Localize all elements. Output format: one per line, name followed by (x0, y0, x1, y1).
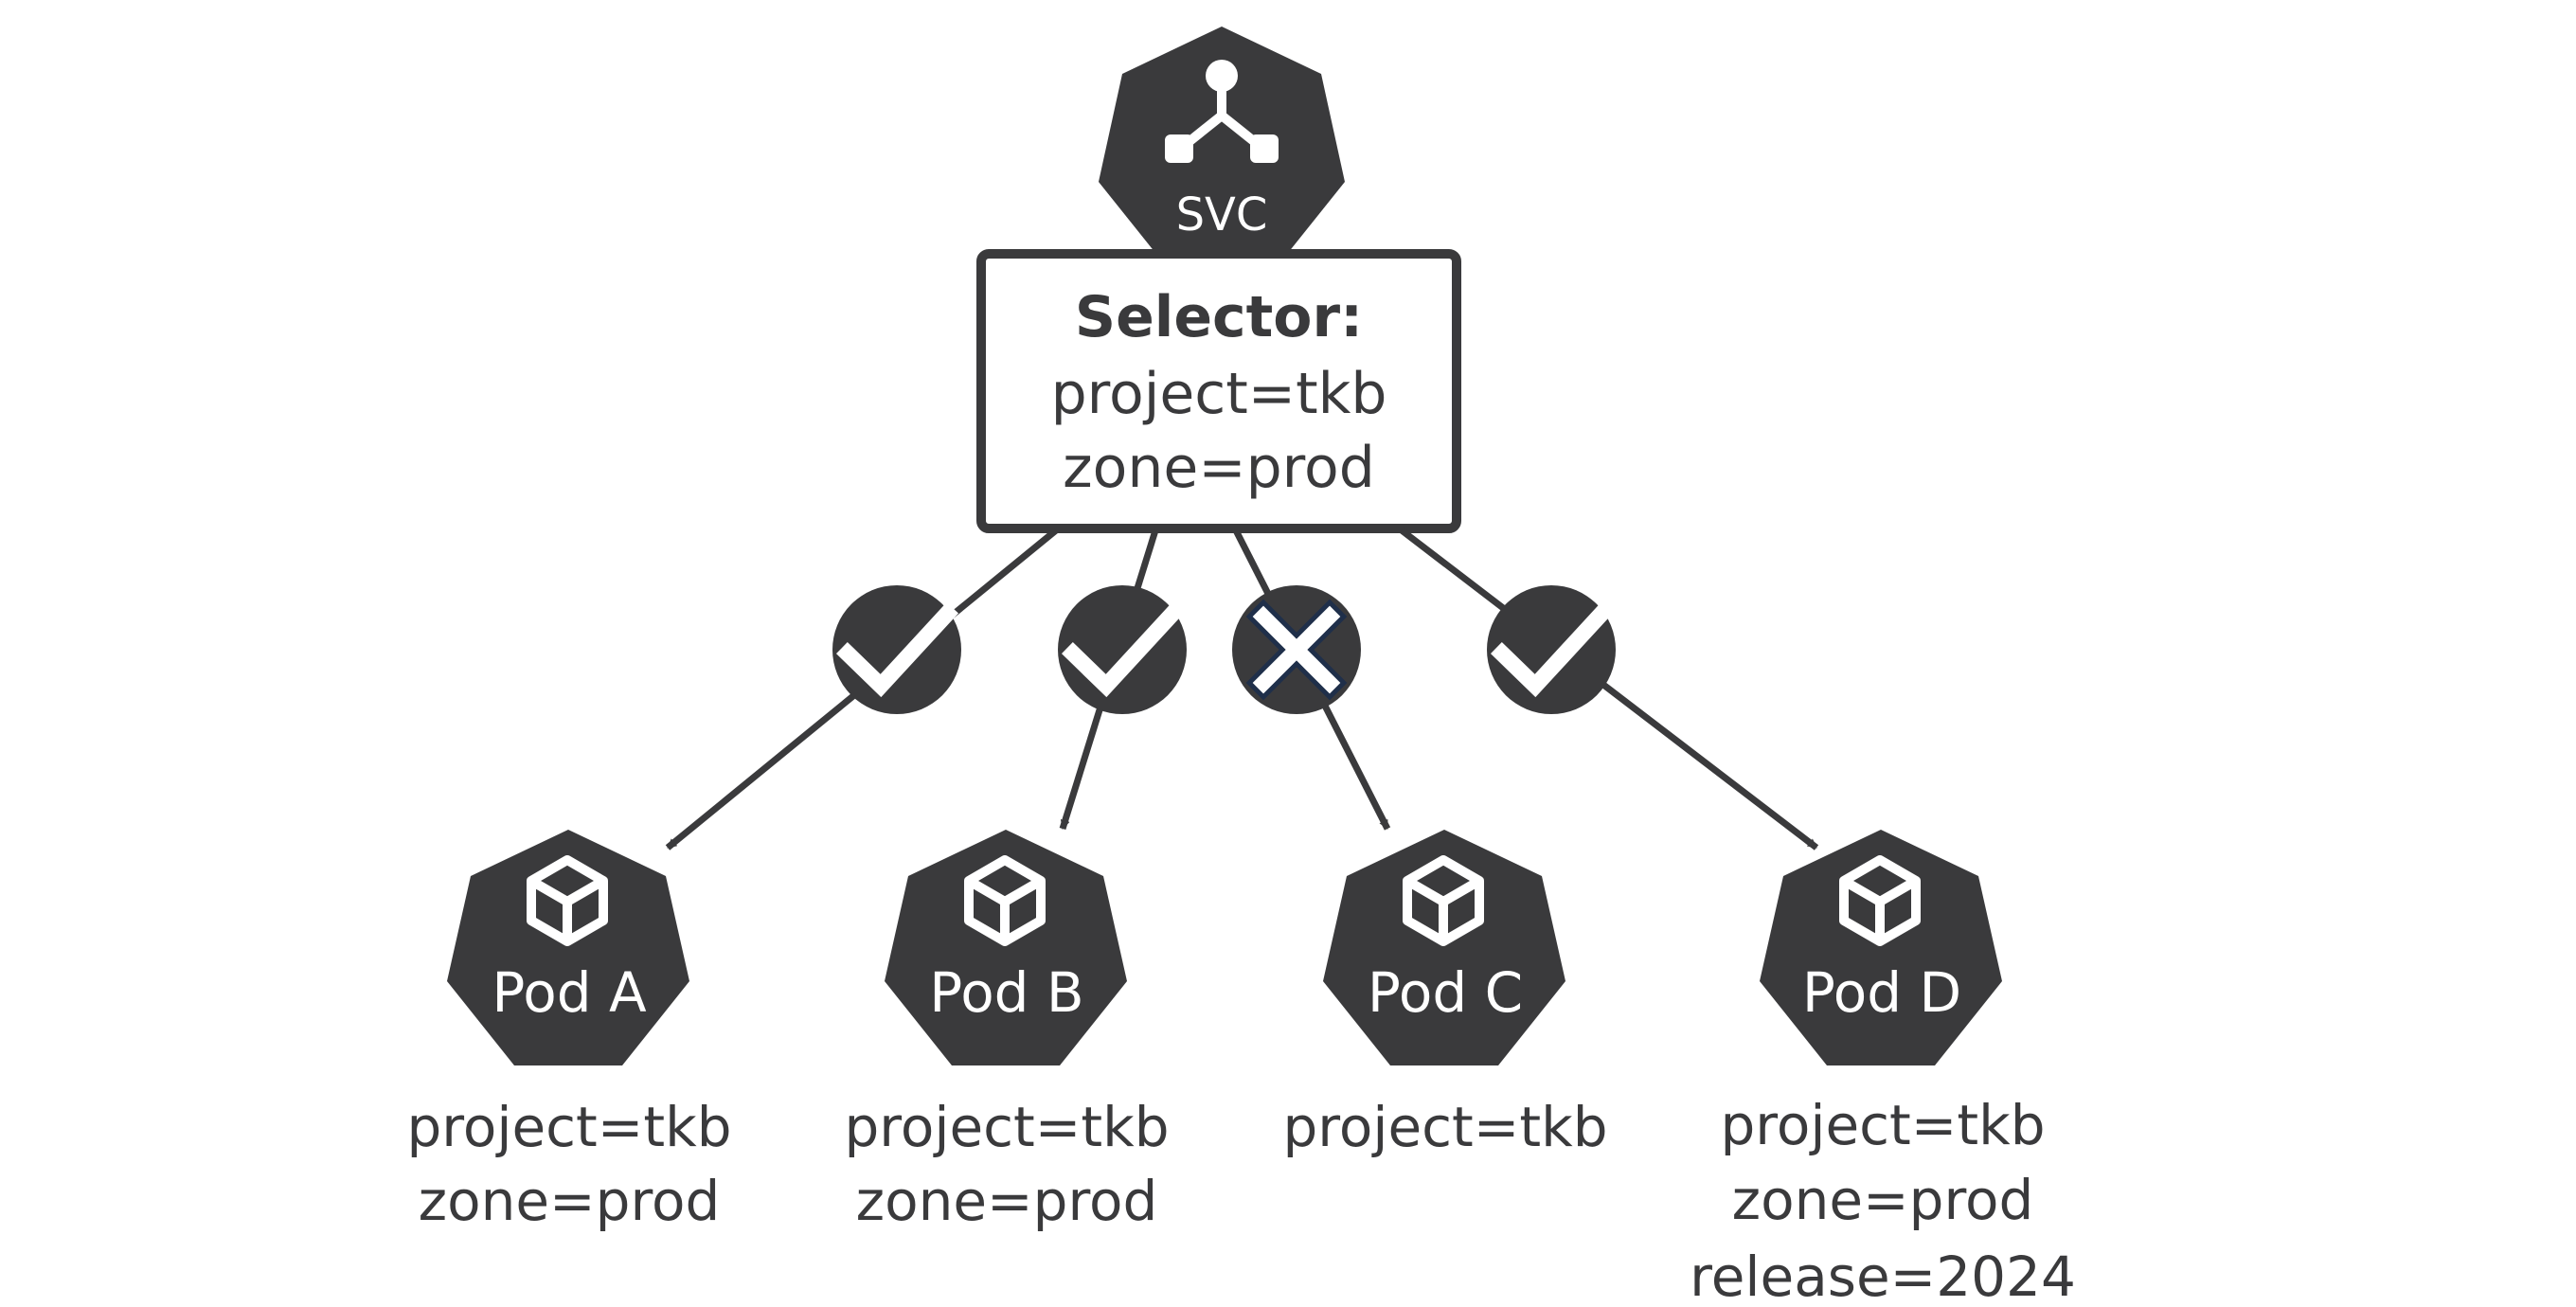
pod-label: release=2024 (1690, 1244, 2076, 1307)
pod-label: zone=prod (856, 1169, 1158, 1233)
selector-line: zone=prod (1063, 435, 1375, 501)
pod-label: project=tkb (1282, 1095, 1607, 1159)
selector-line: project=tkb (1051, 361, 1387, 427)
cube-icon (964, 855, 1046, 946)
status-badge-pod-d (1487, 585, 1616, 714)
pod-label: project=tkb (844, 1095, 1169, 1159)
cube-icon (527, 855, 608, 946)
pod-heptagon (885, 830, 1127, 1065)
cube-icon (1403, 855, 1484, 946)
pod-name: Pod C (1368, 960, 1523, 1025)
check-icon (835, 601, 959, 698)
pod-d: Pod D project=tkb zone=prod release=2024 (1690, 830, 2076, 1307)
check-icon (1490, 601, 1614, 698)
status-badge-pod-a (832, 585, 961, 714)
status-badge-pod-c (1232, 585, 1361, 714)
pod-label: zone=prod (419, 1169, 721, 1233)
pod-name: Pod D (1802, 960, 1961, 1025)
pod-heptagon (1323, 830, 1565, 1065)
selector-box-frame (976, 249, 1461, 533)
cube-icon (1839, 855, 1921, 946)
selector-box: Selector: project=tkb zone=prod (976, 249, 1461, 533)
service-heptagon (1099, 27, 1345, 267)
pod-heptagon (447, 830, 689, 1065)
pod-heptagon (1760, 830, 2002, 1065)
status-badge-pod-b (1058, 585, 1187, 714)
pod-label: project=tkb (1720, 1093, 2045, 1157)
pod-c: Pod C project=tkb (1282, 830, 1608, 1159)
pod-name: Pod B (929, 960, 1083, 1025)
selector-title: Selector: (1075, 284, 1363, 350)
pod-label: project=tkb (406, 1095, 731, 1159)
pod-name: Pod A (492, 960, 647, 1025)
pod-a: Pod A project=tkb zone=prod (406, 830, 732, 1233)
connector-pod-d (1399, 528, 1819, 850)
service-network-icon (1165, 60, 1279, 163)
pod-label: zone=prod (1732, 1168, 2034, 1232)
pod-b: Pod B project=tkb zone=prod (844, 830, 1170, 1233)
check-icon (1061, 601, 1185, 698)
cross-icon (1245, 599, 1348, 701)
service-label: SVC (1176, 188, 1268, 242)
service-node: SVC (1099, 27, 1345, 267)
